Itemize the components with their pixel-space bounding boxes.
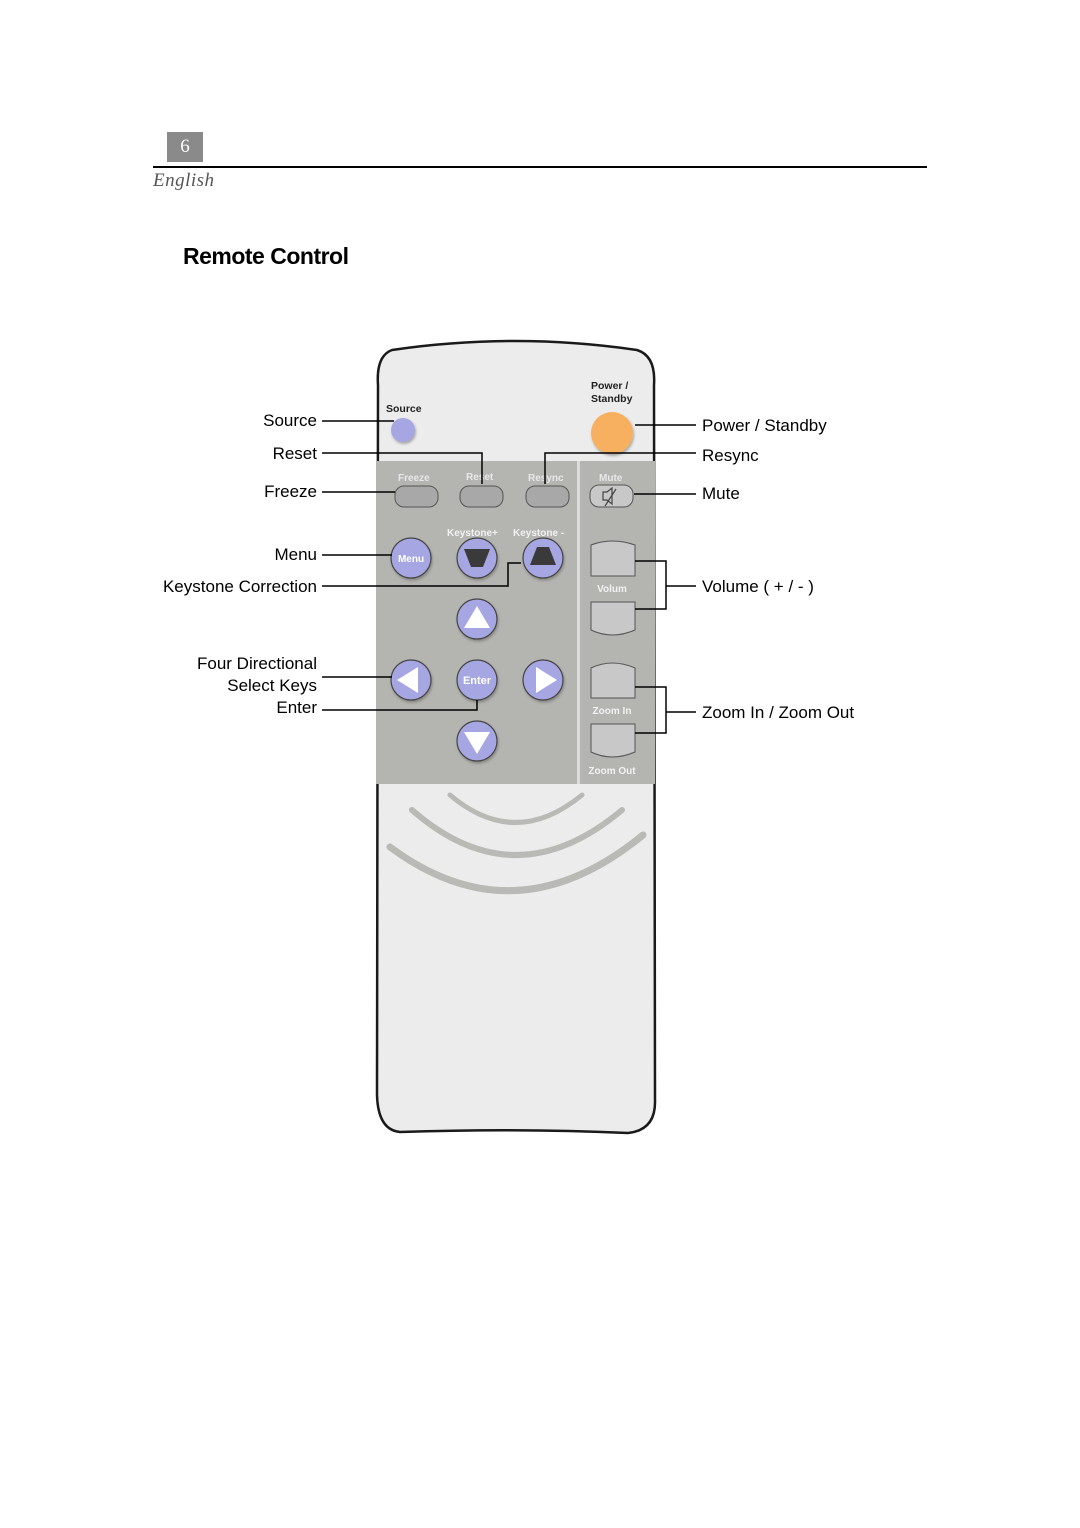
up-arrow-icon [464,606,490,628]
reset-callout-line [322,452,483,484]
left-arrow-icon [397,667,418,693]
mute-callout: Mute [702,484,740,503]
page-title: Remote Control [183,243,349,269]
power-button [591,412,633,454]
reset-button [459,485,504,508]
page-number: 6 [167,132,203,162]
mute-remote-label: Mute [599,473,623,484]
volume-up-button [590,540,636,577]
enter-remote-label: Enter [463,675,492,687]
down-arrow-icon [464,732,490,754]
volume-remote-label: Volum [597,584,627,595]
keystone-minus-icon [530,547,556,565]
zoom-callout: Zoom In / Zoom Out [702,703,855,722]
side-strip [577,461,580,784]
zoom-out-remote-label: Zoom Out [588,766,636,777]
keystone-callout: Keystone Correction [162,577,317,596]
volume-callout: Volume ( + / - ) [702,577,814,596]
zoom-in-button [590,662,636,699]
power-remote-label-2: Standby [591,393,633,405]
keystone-minus-remote-label: Keystone - [513,528,564,539]
resync-remote-label: Resync [528,473,564,484]
enter-callout: Enter [276,698,317,717]
four-directional-callout: Four Directional [197,654,317,673]
right-arrow-icon [536,667,557,693]
freeze-remote-label: Freeze [398,473,430,484]
mute-speaker-icon [602,486,617,507]
resync-callout: Resync [702,446,759,465]
zoom-in-remote-label: Zoom In [593,706,632,717]
keystone-plus-remote-label: Keystone+ [447,528,498,539]
language-label: English [153,170,215,191]
menu-button [390,537,432,579]
source-remote-label: Source [386,403,422,415]
keystone-plus-icon [464,549,490,567]
signal-arcs-icon [386,792,647,895]
menu-callout: Menu [274,545,317,564]
reset-remote-label: Reset [466,472,494,483]
freeze-callout: Freeze [264,482,317,501]
volume-callout-bracket [635,560,667,610]
menu-remote-label: Menu [398,554,424,565]
zoom-out-button [590,723,636,758]
power-remote-label-1: Power / [591,380,628,392]
header-rule [153,166,927,168]
enter-callout-line [322,700,478,711]
resync-callout-line [544,452,696,484]
callout-lines [322,420,696,734]
select-keys-callout: Select Keys [227,676,317,695]
resync-button [525,485,570,508]
volume-down-button [590,601,636,636]
power-standby-callout: Power / Standby [702,416,827,435]
source-callout: Source [263,411,317,430]
source-button [391,418,415,442]
keystone-callout-line [322,562,521,587]
zoom-callout-bracket [635,686,667,734]
reset-callout: Reset [272,444,317,463]
freeze-button [394,485,439,508]
